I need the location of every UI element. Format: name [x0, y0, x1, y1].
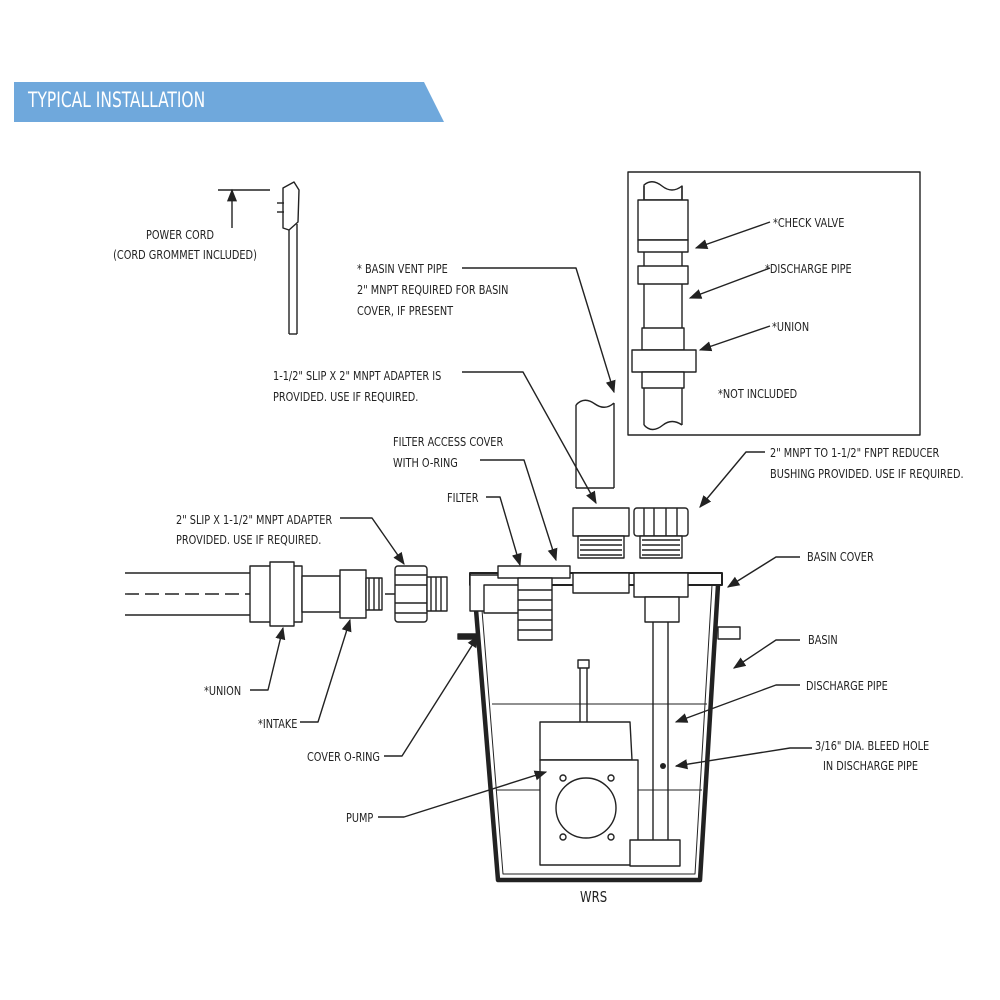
slip-adapter-label-2: PROVIDED. USE IF REQUIRED. — [176, 532, 322, 547]
basin — [457, 565, 741, 883]
top-adapters — [572, 507, 689, 559]
cord-grommet-label: (CORD GROMMET INCLUDED) — [113, 247, 257, 262]
basin-cover-label: BASIN COVER — [807, 549, 874, 564]
header-banner: TYPICAL INSTALLATION — [14, 82, 444, 122]
power-cord-plug — [218, 181, 300, 335]
vent-pipe — [575, 399, 615, 489]
filter-access-label-2: WITH O-RING — [393, 455, 458, 470]
not-included-label: *NOT INCLUDED — [718, 386, 798, 401]
banner-shape — [14, 82, 444, 122]
adapter-label-2: PROVIDED. USE IF REQUIRED. — [273, 389, 419, 404]
bleed-hole-label-1: 3/16" DIA. BLEED HOLE — [815, 738, 930, 753]
inset-discharge-pipe-label: *DISCHARGE PIPE — [765, 261, 852, 276]
power-cord-label: POWER CORD — [145, 227, 214, 242]
filter-label: FILTER — [447, 490, 479, 505]
filter-access-label-1: FILTER ACCESS COVER — [393, 434, 504, 449]
bleed-hole-label-2: IN DISCHARGE PIPE — [823, 758, 919, 773]
pump-label: PUMP — [346, 810, 374, 825]
intake-assembly — [125, 561, 448, 627]
discharge-pipe-label: DISCHARGE PIPE — [806, 678, 888, 693]
basin-vent-label-2: 2" MNPT REQUIRED FOR BASIN — [357, 282, 509, 297]
page-title: TYPICAL INSTALLATION — [28, 88, 206, 112]
model-label: WRS — [580, 888, 608, 906]
intake-label: *INTAKE — [258, 716, 298, 731]
union-label: *UNION — [204, 683, 242, 698]
inset-union-label: *UNION — [772, 319, 810, 334]
inset-box — [627, 171, 921, 436]
check-valve-label: *CHECK VALVE — [773, 215, 845, 230]
slip-adapter-label-1: 2" SLIP X 1-1/2" MNPT ADAPTER — [176, 512, 333, 527]
reducer-label-2: BUSHING PROVIDED. USE IF REQUIRED. — [770, 466, 964, 481]
adapter-label-1: 1-1/2" SLIP X 2" MNPT ADAPTER IS — [273, 368, 442, 383]
cover-oring-label: COVER O-RING — [307, 749, 380, 764]
basin-vent-label-3: COVER, IF PRESENT — [357, 303, 454, 318]
reducer-label-1: 2" MNPT TO 1-1/2" FNPT REDUCER — [770, 445, 940, 460]
basin-label: BASIN — [808, 632, 838, 647]
basin-vent-label-1: * BASIN VENT PIPE — [357, 261, 448, 276]
leader-lines — [250, 221, 812, 818]
